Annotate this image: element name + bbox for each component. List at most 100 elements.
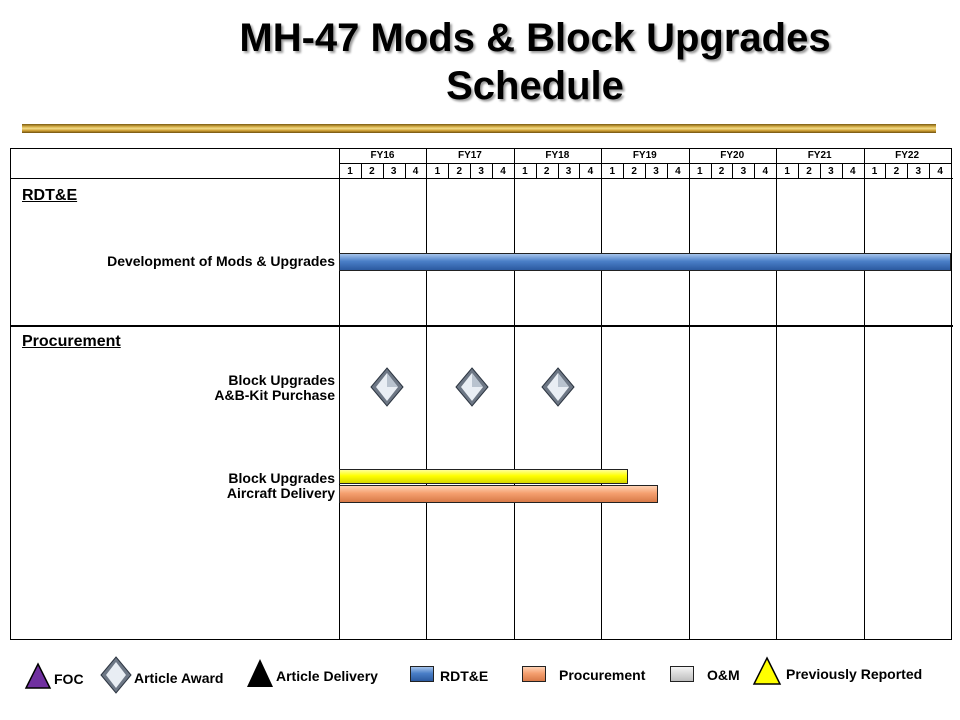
quarter-label: 3 (390, 166, 397, 177)
row-label-kit-purchase-line-2: A&B-Kit Purchase (214, 387, 335, 403)
quarter-label: 4 (937, 166, 943, 177)
quarter-label: 1 (871, 166, 878, 177)
fy-divider (688, 149, 690, 639)
quarter-label: 4 (849, 166, 856, 177)
row-label-kit-purchase: Block Upgrades A&B-Kit Purchase (11, 373, 335, 403)
quarter-label: 3 (653, 166, 659, 177)
quarter-divider (666, 163, 668, 178)
quarter-divider (929, 163, 931, 178)
fy-divider (601, 149, 603, 639)
quarter-label: 2 (806, 166, 812, 177)
quarter-label: 1 (347, 166, 353, 177)
foc-triangle-icon (24, 662, 52, 689)
legend-om-label: O&M (707, 667, 740, 683)
fiscal-year-label: FY22 (895, 150, 920, 161)
quarter-divider (557, 163, 559, 178)
quarter-label: 3 (478, 166, 484, 177)
quarter-label: 2 (456, 166, 463, 177)
legend-om-swatch (670, 666, 694, 682)
fy-divider (426, 149, 428, 639)
quarter-label: 3 (740, 166, 747, 177)
quarter-divider (645, 163, 646, 178)
quarter-divider (579, 163, 581, 178)
header-divider-bottom (11, 178, 953, 179)
quarter-divider (535, 163, 537, 178)
quarter-divider (470, 163, 472, 178)
quarter-divider (841, 163, 843, 178)
quarter-label: 4 (675, 166, 681, 177)
quarter-divider (404, 163, 406, 178)
title-line-1: MH-47 Mods & Block Upgrades (239, 16, 831, 60)
row-label-aircraft-delivery: Block Upgrades Aircraft Delivery (11, 471, 335, 501)
article-award-diamond (455, 367, 489, 407)
article-delivery-triangle-icon (247, 659, 273, 687)
row-label-aircraft-delivery-line-1: Block Upgrades (228, 470, 335, 486)
procurement-delivery-bar (339, 485, 659, 503)
legend-rdte-swatch (410, 666, 434, 682)
section-procurement-label: Procurement (22, 333, 121, 350)
quarter-divider (754, 163, 756, 178)
section-rdte-label: RDT&E (22, 187, 78, 204)
article-award-diamond (370, 367, 404, 407)
quarter-label: 2 (893, 166, 900, 177)
legend-rdte-label: RDT&E (440, 668, 489, 684)
fiscal-year-label: FY20 (720, 150, 745, 161)
fiscal-year-label: FY18 (545, 150, 570, 161)
quarter-label: 2 (718, 166, 725, 177)
quarter-label: 4 (762, 166, 769, 177)
quarter-label: 4 (587, 166, 594, 177)
schedule-chart: FY16 1 2 3 4 FY17 1 2 3 4 FY18 1 2 3 4 FY19 1 2 3 4 FY20 1 2 3 4… (10, 148, 953, 640)
row-label-development: Development of Mods & Upgrades (107, 253, 335, 269)
quarter-divider (710, 163, 712, 178)
title-line-2: Schedule (446, 64, 624, 108)
quarter-label: 1 (696, 166, 703, 177)
quarter-divider (907, 163, 909, 178)
fy-divider (863, 149, 865, 639)
legend-procurement-label: Procurement (559, 667, 646, 683)
fiscal-year-label: FY16 (370, 150, 395, 161)
legend-article-award-label: Article Award (134, 670, 224, 686)
quarter-divider (360, 163, 362, 178)
fy-divider (776, 149, 778, 639)
fy-divider (339, 149, 340, 639)
quarter-divider (885, 163, 887, 178)
fiscal-year-label: FY21 (807, 150, 832, 161)
quarter-divider (623, 163, 625, 178)
quarter-label: 1 (522, 166, 528, 177)
page-title: MH-47 Mods & Block Upgrades Schedule (0, 14, 960, 110)
quarter-label: 4 (500, 166, 506, 177)
quarter-label: 1 (784, 166, 790, 177)
quarter-label: 2 (369, 166, 375, 177)
quarter-label: 1 (609, 166, 616, 177)
quarter-divider (448, 163, 450, 178)
quarter-label: 1 (434, 166, 441, 177)
row-label-aircraft-delivery-line-2: Aircraft Delivery (226, 485, 335, 501)
legend: FOC Article Award Article Delivery RDT&E… (0, 656, 960, 716)
fiscal-year-label: FY19 (632, 150, 657, 161)
quarter-label: 2 (543, 166, 550, 177)
row-label-kit-purchase-line-1: Block Upgrades (228, 372, 335, 388)
fiscal-year-label: FY17 (457, 150, 482, 161)
section-divider (11, 325, 953, 327)
legend-foc-label: FOC (54, 671, 84, 687)
previously-reported-delivery-bar (339, 469, 628, 484)
article-award-diamond-icon (100, 656, 132, 694)
quarter-label: 2 (631, 166, 637, 177)
quarter-label: 3 (915, 166, 922, 177)
title-divider (22, 124, 936, 133)
fy-divider (513, 149, 515, 639)
quarter-divider (732, 163, 734, 178)
legend-previously-reported-label: Previously Reported (786, 666, 923, 682)
article-award-diamond (540, 367, 575, 407)
quarter-label: 3 (828, 166, 834, 177)
quarter-label: 3 (565, 166, 572, 177)
rdte-development-bar (339, 253, 951, 271)
quarter-label: 4 (412, 166, 419, 177)
legend-article-delivery-label: Article Delivery (276, 668, 378, 684)
quarter-divider (382, 163, 384, 178)
legend-procurement-swatch (522, 666, 546, 682)
quarter-divider (798, 163, 799, 178)
quarter-divider (492, 163, 493, 178)
previously-reported-triangle-icon (752, 656, 782, 685)
quarter-divider (819, 163, 821, 178)
